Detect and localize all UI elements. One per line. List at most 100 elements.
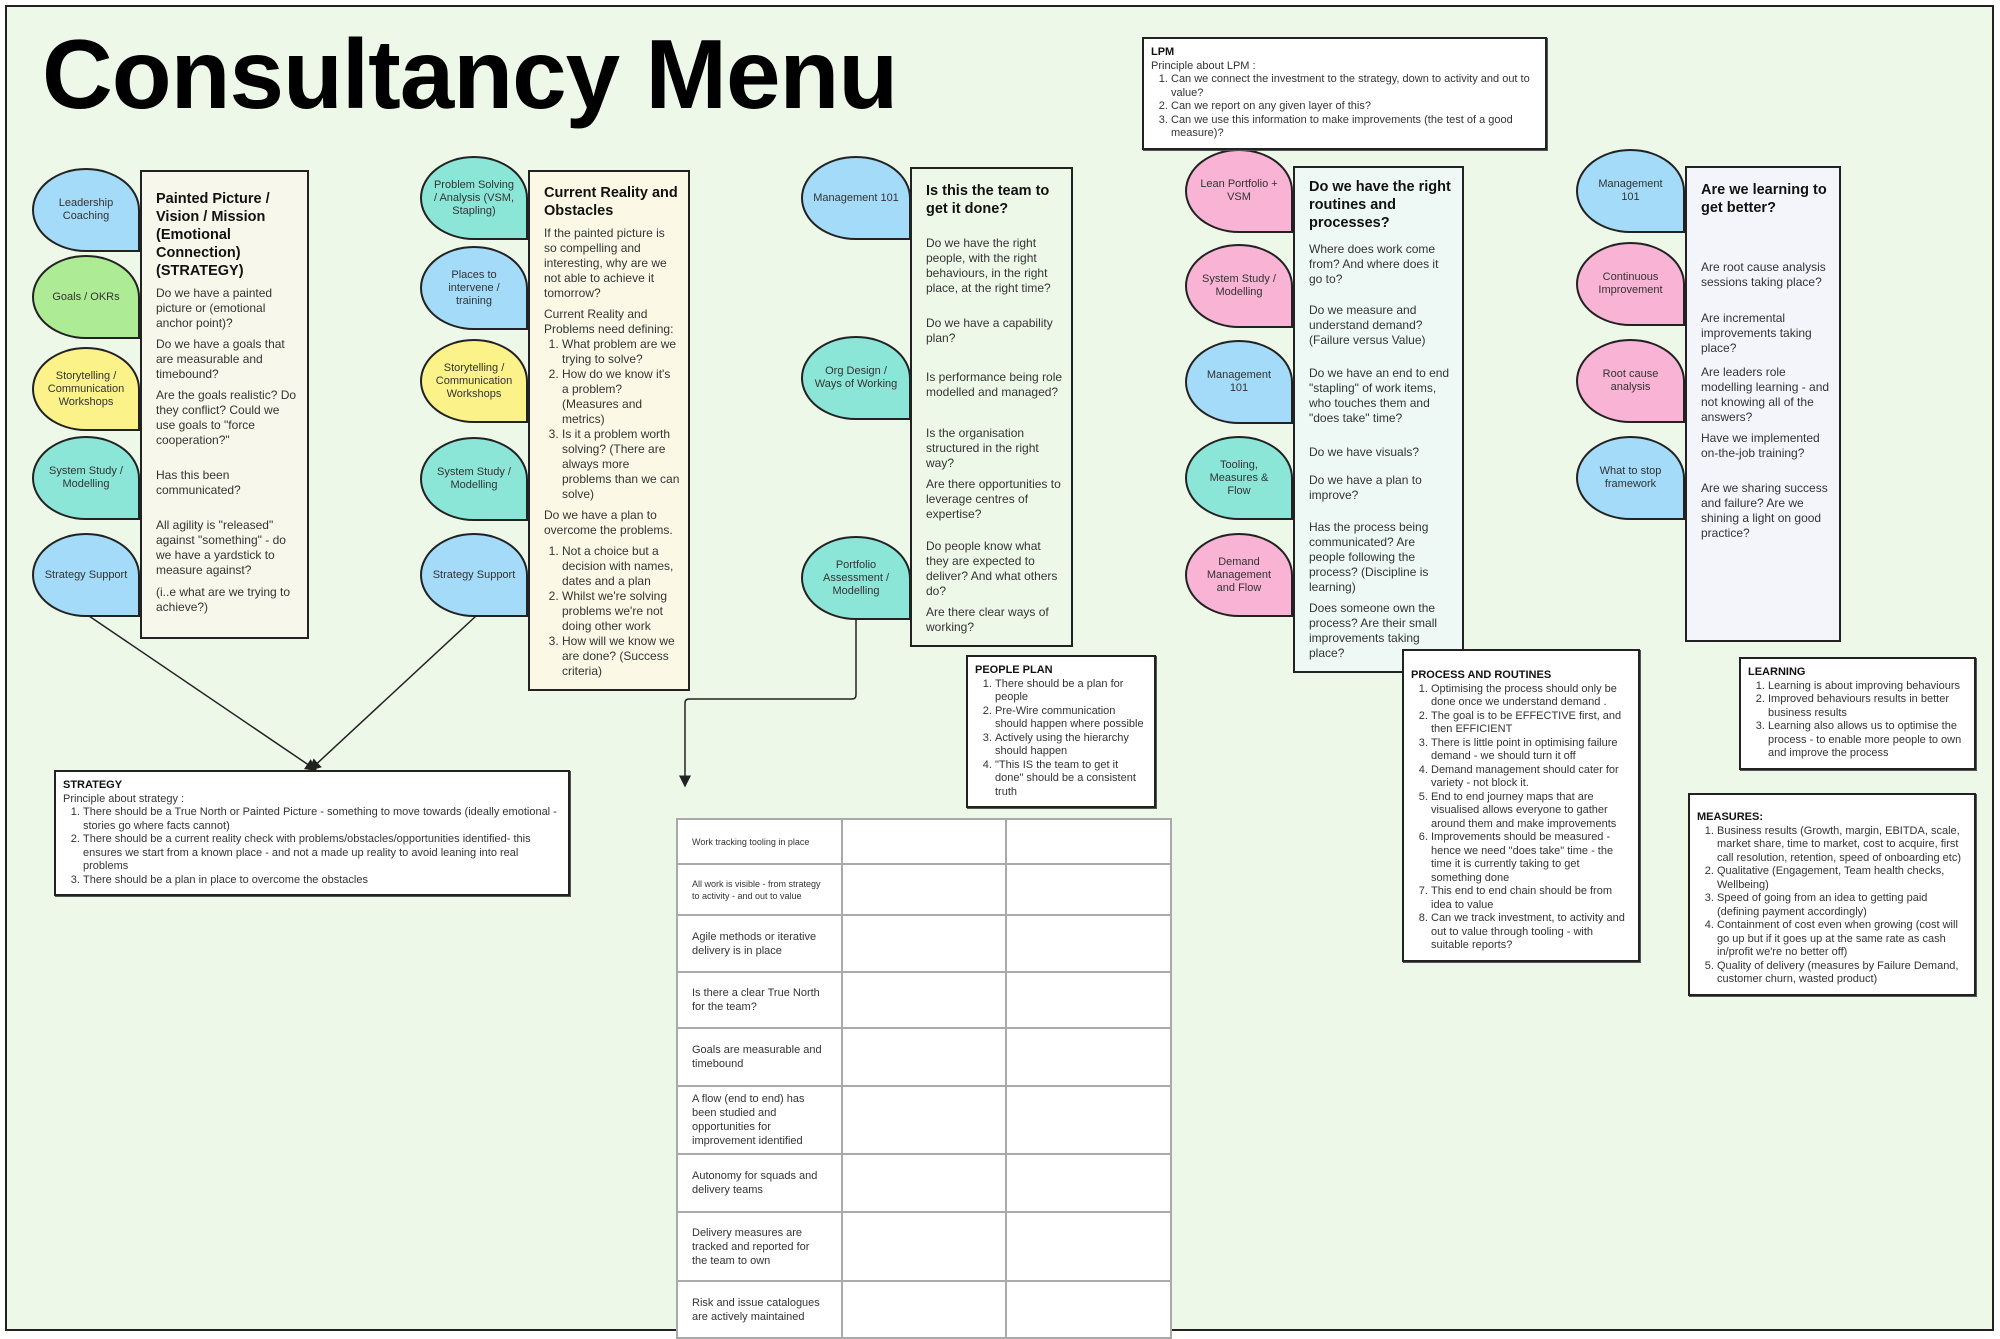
note-title: PEOPLE PLAN xyxy=(975,664,1053,676)
question-list-item: Is it a problem worth solving? (There ar… xyxy=(562,427,680,502)
note-list-item: End to end journey maps that are visuali… xyxy=(1431,791,1633,832)
note-list-item: There should be a plan in place to overc… xyxy=(83,874,563,888)
service-bubble[interactable]: Strategy Support xyxy=(32,533,140,617)
question-text: Do we have visuals? xyxy=(1309,445,1420,459)
question-list: What problem are we trying to solve?How … xyxy=(544,337,680,502)
measures-note: MEASURES: Business results (Growth, margi… xyxy=(1688,793,1976,996)
card-question: Do we have a painted picture or (emotion… xyxy=(156,286,299,331)
card-question: Do we have the right people, with the ri… xyxy=(926,236,1063,296)
question-text: Are leaders role modelling learning - an… xyxy=(1701,365,1830,424)
checklist-item: Is there a clear True North for the team… xyxy=(676,971,843,1029)
card-question: Are there opportunities to leverage cent… xyxy=(926,477,1063,522)
topic-card: Are we learning to get better?Are root c… xyxy=(1685,166,1841,642)
service-bubble[interactable]: Portfolio Assessment / Modelling xyxy=(801,536,911,620)
checklist-cell[interactable] xyxy=(1005,1280,1172,1339)
service-bubble[interactable]: Leadership Coaching xyxy=(32,168,140,252)
topic-card: Do we have the right routines and proces… xyxy=(1293,166,1464,673)
question-text: Have we implemented on-the-job training? xyxy=(1701,431,1820,460)
question-list: Not a choice but a decision with names, … xyxy=(544,544,680,679)
checklist-cell[interactable] xyxy=(840,971,1008,1029)
checklist-cell[interactable] xyxy=(1005,1027,1172,1087)
note-list-item: Learning is about improving behaviours xyxy=(1768,680,1969,694)
question-text: (i..e what are we trying to achieve?) xyxy=(156,585,291,614)
service-bubble[interactable]: System Study / Modelling xyxy=(420,437,528,521)
note-list: Learning is about improving behavioursIm… xyxy=(1748,680,1969,761)
note-list-item: Can we track investment, to activity and… xyxy=(1431,912,1633,953)
checklist-cell[interactable] xyxy=(1005,1085,1172,1155)
note-list-item: Can we use this information to make impr… xyxy=(1171,114,1540,141)
service-bubble[interactable]: What to stop framework xyxy=(1576,436,1685,520)
checklist-cell[interactable] xyxy=(1005,1211,1172,1282)
question-text: Are the goals realistic? Do they conflic… xyxy=(156,388,297,447)
card-question: Has the process being communicated? Are … xyxy=(1309,520,1454,595)
service-bubble[interactable]: Tooling, Measures & Flow xyxy=(1185,436,1293,520)
question-list-item: What problem are we trying to solve? xyxy=(562,337,680,367)
question-list-item: Not a choice but a decision with names, … xyxy=(562,544,680,589)
service-bubble[interactable]: Storytelling / Communication Workshops xyxy=(420,339,528,423)
service-bubble[interactable]: Root cause analysis xyxy=(1576,339,1685,423)
checklist-cell[interactable] xyxy=(1005,971,1172,1029)
service-bubble[interactable]: Storytelling / Communication Workshops xyxy=(32,347,140,431)
note-intro: Principle about LPM : xyxy=(1151,59,1256,72)
note-list-item: Can we report on any given layer of this… xyxy=(1171,100,1540,114)
service-bubble[interactable]: Management 101 xyxy=(1576,149,1685,233)
card-question: Do we have a goals that are measurable a… xyxy=(156,337,299,382)
checklist-cell[interactable] xyxy=(1005,1153,1172,1213)
note-list-item: Business results (Growth, margin, EBITDA… xyxy=(1717,825,1969,866)
checklist-cell[interactable] xyxy=(840,1027,1008,1087)
service-bubble[interactable]: Strategy Support xyxy=(420,533,528,617)
topic-card: Painted Picture / Vision / Mission (Emot… xyxy=(140,170,309,639)
card-question: Do we have a plan to overcome the proble… xyxy=(544,508,680,538)
checklist-cell[interactable] xyxy=(1005,818,1172,865)
service-bubble[interactable]: Management 101 xyxy=(1185,340,1293,424)
checklist-cell[interactable] xyxy=(1005,863,1172,916)
page-title: Consultancy Menu xyxy=(42,19,898,129)
service-bubble[interactable]: System Study / Modelling xyxy=(1185,244,1293,328)
service-bubble[interactable]: Management 101 xyxy=(801,156,911,240)
service-bubble[interactable]: Problem Solving / Analysis (VSM, Staplin… xyxy=(420,156,528,240)
service-bubble[interactable]: Org Design / Ways of Working xyxy=(801,336,911,420)
question-text: Where does work come from? And where doe… xyxy=(1309,242,1439,286)
question-text: Does someone own the process? Are their … xyxy=(1309,601,1438,660)
question-text: Do people know what they are expected to… xyxy=(926,539,1058,598)
checklist-cell[interactable] xyxy=(840,863,1008,916)
question-text: Do we have an end to end "stapling" of w… xyxy=(1309,366,1450,425)
question-text: Current Reality and Problems need defini… xyxy=(544,307,674,336)
service-bubble[interactable]: Continuous Improvement xyxy=(1576,242,1685,326)
note-title: MEASURES: xyxy=(1697,811,1764,823)
service-bubble[interactable]: Places to intervene / training xyxy=(420,246,528,330)
checklist-cell[interactable] xyxy=(840,1153,1008,1213)
service-bubble[interactable]: Demand Management and Flow xyxy=(1185,533,1293,617)
card-question: Not a choice but a decision with names, … xyxy=(544,544,680,679)
connector-arrow xyxy=(679,617,857,788)
note-list-item: Containment of cost even when growing (c… xyxy=(1717,919,1969,960)
question-list-item: How do we know it's a problem? (Measures… xyxy=(562,367,680,427)
table-row: Agile methods or iterative delivery is i… xyxy=(676,914,1172,973)
question-text: Do we have a capability plan? xyxy=(926,316,1053,345)
note-title: STRATEGY xyxy=(63,779,123,791)
checklist-cell[interactable] xyxy=(840,914,1008,973)
checklist-cell[interactable] xyxy=(840,818,1008,865)
note-title: LEARNING xyxy=(1748,666,1806,678)
checklist-item: Delivery measures are tracked and report… xyxy=(676,1211,843,1282)
checklist-item: Work tracking tooling in place xyxy=(676,818,843,865)
question-list-item: Whilst we're solving problems we're not … xyxy=(562,589,680,634)
card-question: (i..e what are we trying to achieve?) xyxy=(156,585,299,615)
table-row: A flow (end to end) has been studied and… xyxy=(676,1085,1172,1155)
card-title: Do we have the right routines and proces… xyxy=(1309,179,1451,231)
card-question: Do we have visuals? xyxy=(1309,445,1454,460)
service-bubble[interactable]: System Study / Modelling xyxy=(32,436,140,520)
checklist-cell[interactable] xyxy=(840,1280,1008,1339)
checklist-cell[interactable] xyxy=(840,1211,1008,1282)
note-list-item: This end to end chain should be from ide… xyxy=(1431,885,1633,912)
checklist-cell[interactable] xyxy=(1005,914,1172,973)
note-list: Business results (Growth, margin, EBITDA… xyxy=(1697,825,1969,987)
card-title: Is this the team to get it done? xyxy=(926,183,1050,217)
service-bubble[interactable]: Goals / OKRs xyxy=(32,255,140,339)
card-question: All agility is "released" against "somet… xyxy=(156,518,299,578)
note-list-item: There should be a plan for people xyxy=(995,678,1149,705)
checklist-cell[interactable] xyxy=(840,1085,1008,1155)
question-text: Is the organisation structured in the ri… xyxy=(926,426,1039,470)
service-bubble[interactable]: Lean Portfolio + VSM xyxy=(1185,149,1293,233)
